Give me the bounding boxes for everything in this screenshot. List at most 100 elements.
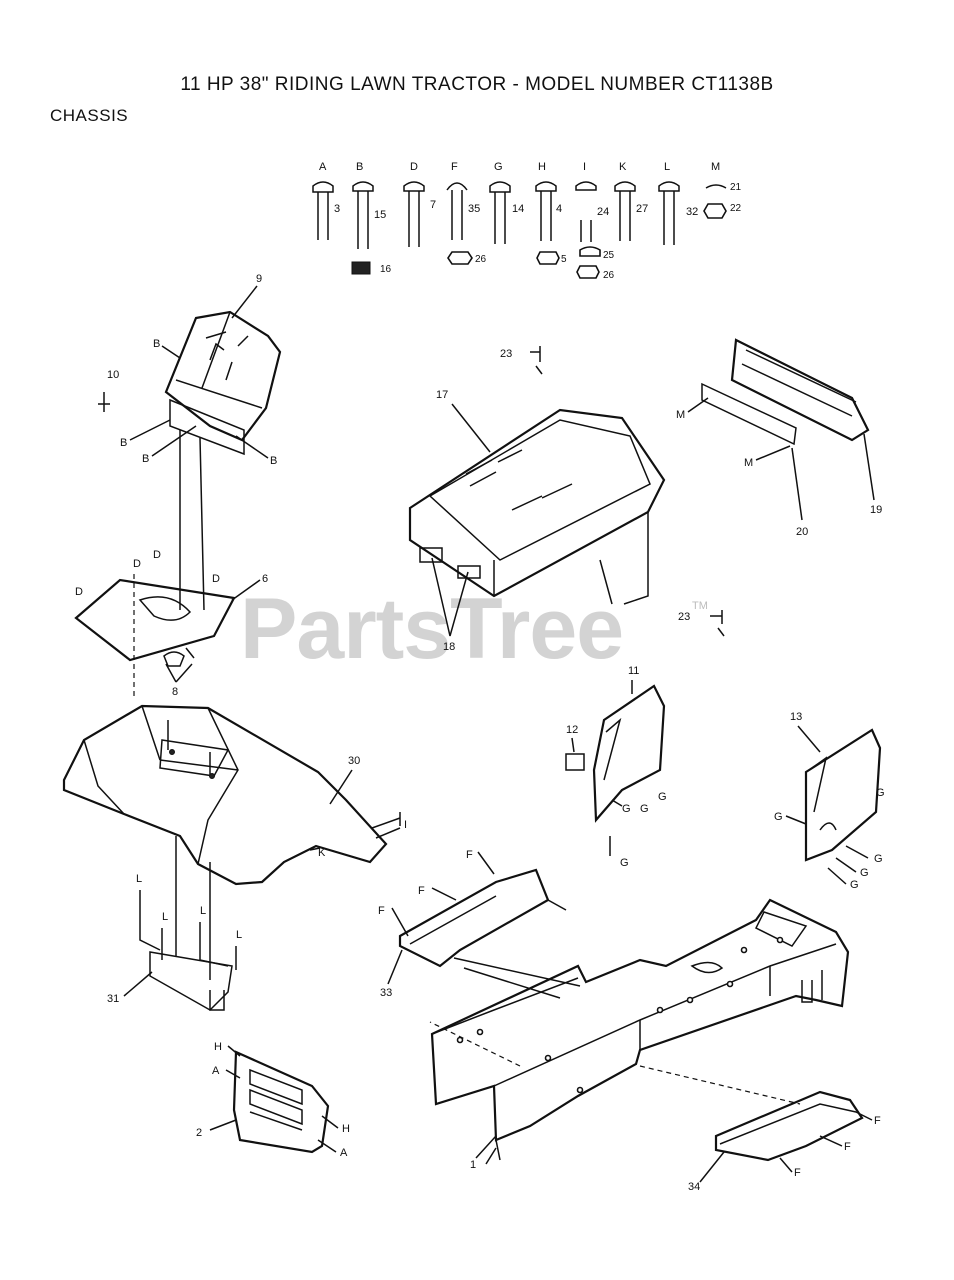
seat-pad-33: F F F 33 (378, 849, 567, 999)
callout-d4: D (212, 573, 220, 585)
pad-33 (398, 868, 550, 968)
hw-num-3: 3 (334, 203, 340, 215)
callout-b1: B (153, 338, 160, 350)
hw-num-14: 14 (512, 203, 524, 215)
nut-i (576, 265, 600, 279)
washer-m (705, 184, 727, 189)
callout-g5: G (876, 787, 885, 799)
callout-f3: F (378, 905, 385, 917)
hw-num-24: 24 (597, 206, 609, 218)
callout-d3: D (75, 586, 83, 598)
callout-g8: G (860, 867, 869, 879)
hood-assembly: 23 17 18 (408, 346, 666, 653)
hw-letter-l: L (664, 161, 670, 173)
bolt-a (312, 181, 334, 240)
hardware-row: A 3 B 15 16 D 7 F 35 26 G 14 H 4 5 I 24 … (312, 161, 742, 281)
callout-10: 10 (107, 369, 119, 381)
hw-letter-h: H (538, 161, 546, 173)
hw-num-16: 16 (380, 264, 392, 275)
callout-g2: G (640, 803, 649, 815)
callout-m1: M (676, 409, 685, 421)
callout-34: 34 (688, 1181, 700, 1193)
hw-num-25: 25 (603, 250, 615, 261)
callout-a2: A (340, 1147, 348, 1159)
callout-2: 2 (196, 1127, 202, 1139)
callout-13: 13 (790, 711, 802, 723)
callout-f6: F (794, 1167, 801, 1179)
callout-23b: 23 (678, 611, 690, 623)
dash-lower (169, 398, 245, 456)
page-title: 11 HP 38" RIDING LAWN TRACTOR - MODEL NU… (180, 74, 774, 95)
callout-23a: 23 (500, 348, 512, 360)
hw-letter-d: D (410, 161, 418, 173)
fender-assembly: 30 K I L L L L 31 (62, 704, 407, 1011)
nut-f (447, 251, 473, 265)
callout-h1: H (214, 1041, 222, 1053)
nut-m (703, 203, 727, 219)
dash-panel (164, 310, 282, 442)
hw-num-15: 15 (374, 209, 386, 221)
foot-plate-assembly: D D D D 6 8 (74, 549, 268, 700)
fender-mount (149, 951, 233, 1011)
callout-g1: G (622, 803, 631, 815)
hw-letter-k: K (619, 161, 627, 173)
callout-g9: G (850, 879, 859, 891)
callout-g7: G (874, 853, 883, 865)
hw-num-21: 21 (730, 182, 742, 193)
hw-num-35: 35 (468, 203, 480, 215)
hood (408, 408, 666, 598)
callout-f5: F (844, 1141, 851, 1153)
callout-18: 18 (443, 641, 455, 653)
callout-d2: D (153, 549, 161, 561)
pad-34 (714, 1090, 864, 1162)
hw-num-5: 5 (561, 254, 567, 265)
bolt-d (403, 181, 425, 247)
grille (730, 338, 870, 442)
nut-b (351, 261, 371, 275)
hw-letter-a: A (319, 161, 327, 173)
bolt-k (614, 181, 636, 241)
callout-h2: H (342, 1123, 350, 1135)
callout-g4: G (620, 857, 629, 869)
hw-num-26a: 26 (475, 254, 487, 265)
hw-letter-i: I (583, 161, 586, 173)
hw-num-27: 27 (636, 203, 648, 215)
hood-pads (419, 547, 481, 579)
callout-9: 9 (256, 273, 262, 285)
callout-b4: B (270, 455, 277, 467)
callout-f4: F (874, 1115, 881, 1127)
steering-column (179, 430, 205, 611)
callout-l3: L (200, 905, 206, 917)
side-panel-13 (804, 728, 882, 862)
washer-i (579, 246, 601, 257)
callout-f1: F (466, 849, 473, 861)
callout-31: 31 (107, 993, 119, 1005)
step-pad-34: F F F 34 (688, 1090, 881, 1193)
side-panel-11 (592, 684, 666, 823)
frame-body (430, 898, 850, 1142)
callout-12: 12 (566, 724, 578, 736)
nut-h (536, 251, 560, 265)
callout-i: I (404, 819, 407, 831)
main-frame: 1 (429, 898, 850, 1171)
callout-30: 30 (348, 755, 360, 767)
hw-letter-b: B (356, 161, 363, 173)
grille-bracket (701, 382, 797, 446)
hw-num-22: 22 (730, 203, 742, 214)
grille-assembly: M M 19 20 (676, 338, 882, 538)
hw-num-4: 4 (556, 203, 562, 215)
hw-letter-m: M (711, 161, 720, 173)
panel-2-body (232, 1050, 330, 1154)
bolt-h (535, 181, 557, 241)
callout-b3: B (142, 453, 149, 465)
side-panels: 23 11 12 G G G G 13 G G G G G (565, 610, 885, 891)
bolt-l (658, 181, 680, 245)
callout-b2: B (120, 437, 127, 449)
hw-num-7: 7 (430, 199, 436, 211)
panel-2: 2 H A H A (196, 1041, 350, 1159)
fender-bracket (371, 812, 401, 839)
callout-19: 19 (870, 504, 882, 516)
bolt-g (489, 181, 511, 244)
callout-8: 8 (172, 686, 178, 698)
